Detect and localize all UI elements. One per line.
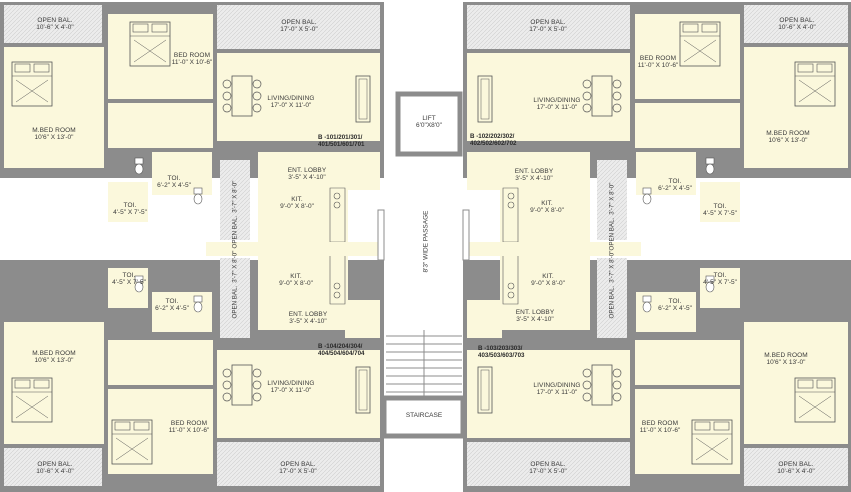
tl-open-bal-top: OPEN BAL.17'-0" X 5'-0" xyxy=(280,19,318,34)
tl-unit-no: B -101/201/301/401/501/601/701 xyxy=(318,134,365,149)
bl-open-bal-bottom: OPEN BAL.17'-0" X 5'-0" xyxy=(279,461,317,476)
tr-open-bal-top: OPEN BAL.17'-0" X 5'-0" xyxy=(529,19,567,34)
tr-kit: KIT.9'-0" X 8'-0" xyxy=(530,200,564,215)
tl-kit: KIT.9'-0" X 8'-0" xyxy=(280,196,314,211)
bl-toi-a: TOI.6'-2" X 4'-5" xyxy=(155,298,189,313)
br-open-bal-corner: OPEN BAL.10'-6" X 4'-0" xyxy=(777,461,815,476)
tr-unit-no: B -102/202/302/402/502/602/702 xyxy=(470,133,517,148)
staircase-steps xyxy=(381,330,466,439)
bl-unit-no: B -104/204/304/404/504/604/704 xyxy=(318,343,365,358)
br-kit: KIT.9'-0" X 8'-0" xyxy=(531,273,565,288)
tl-open-bal-corner: OPEN BAL.10'-6" X 4'-0" xyxy=(36,17,74,32)
bl-toi-b: TOI.4'-5" X 7'-5" xyxy=(112,272,146,287)
br-open-bal-bottom: OPEN BAL.17'-0" X 5'-0" xyxy=(529,461,567,476)
br-toi-b: TOI.4'-5" X 7'-5" xyxy=(703,272,737,287)
tr-open-bal-corner: OPEN BAL.10'-6" X 4'-0" xyxy=(778,17,816,32)
passage-label: 8'3" WIDE PASSAGE xyxy=(422,210,430,273)
tr-toi-b: TOI.4'-5" X 7'-5" xyxy=(703,203,737,218)
tr-toi-a: TOI.6'-2" X 4'-5" xyxy=(658,178,692,193)
br-unit-no: B -103/203/303/403/503/603/703 xyxy=(478,345,525,360)
tl-vert-bal: OPEN BAL.3'-7" X 8'-0" xyxy=(231,180,239,249)
unit-top-left xyxy=(0,2,384,243)
bl-kit: KIT.9'-0" X 8'-0" xyxy=(279,273,313,288)
unit-top-right xyxy=(463,2,851,243)
unit-bottom-left xyxy=(0,249,384,492)
bl-open-bal-corner: OPEN BAL.10'-6" X 4'-0" xyxy=(36,461,74,476)
bl-vert-bal: OPEN BAL.3'-7" X 8'-0" xyxy=(231,250,239,319)
tl-toi-a: TOI.6'-2" X 4'-5" xyxy=(157,175,191,190)
br-toi-a: TOI.6'-2" X 4'-5" xyxy=(658,298,692,313)
br-vert-bal: OPEN BAL.3'-7" X 8'-0" xyxy=(608,250,616,319)
staircase-label: STAIRCASE xyxy=(405,412,443,419)
unit-bottom-right xyxy=(463,249,851,492)
tl-toi-b: TOI.4'-5" X 7'-5" xyxy=(113,202,147,217)
tr-vert-bal: OPEN BAL.3'-7" X 8'-0" xyxy=(608,182,616,251)
